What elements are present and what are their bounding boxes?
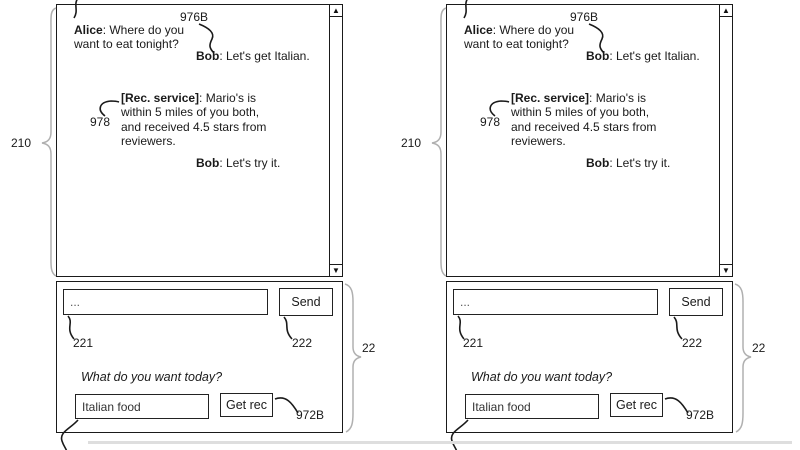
message-text: : Mario's is within 5 miles of you both,… — [121, 91, 267, 148]
message-text: : Let's try it. — [219, 156, 281, 170]
message-input[interactable] — [453, 289, 658, 315]
ref-label-221: 221 — [463, 336, 484, 350]
composer-area: Send 221 222 What do you want today? Get… — [446, 281, 733, 433]
chat-message-rec-service: [Rec. service]: Mario's is within 5 mile… — [511, 91, 659, 148]
chat-message-window: Alice: Where do you want to eat tonight?… — [56, 4, 343, 277]
message-text: : Where do you want to eat tonight? — [464, 23, 575, 52]
chat-message-alice: Alice: Where do you want to eat tonight? — [74, 23, 188, 52]
message-input[interactable] — [63, 289, 268, 315]
scroll-up-button[interactable]: ▲ — [330, 5, 342, 17]
send-button[interactable]: Send — [669, 288, 723, 316]
scroll-up-icon: ▲ — [332, 5, 340, 15]
speaker-name: Bob — [196, 156, 220, 170]
speaker-name: Bob — [196, 49, 220, 63]
scroll-down-button[interactable]: ▼ — [720, 264, 732, 276]
ref-label-222: 222 — [292, 336, 313, 350]
ref-label-978: 978 — [480, 115, 501, 129]
scroll-down-icon: ▼ — [332, 265, 340, 275]
ref-label-22: 22 — [362, 341, 376, 355]
brace-210 — [431, 7, 447, 277]
ref-label-210: 210 — [401, 136, 422, 150]
scroll-up-button[interactable]: ▲ — [720, 5, 732, 17]
ref-label-972b: 972B — [686, 408, 715, 422]
recommendation-prompt: What do you want today? — [471, 370, 613, 384]
scroll-down-button[interactable]: ▼ — [330, 264, 342, 276]
message-text: : Where do you want to eat tonight? — [74, 23, 185, 52]
scroll-up-icon: ▲ — [722, 5, 730, 15]
chat-message-bob-1: Bob: Let's get Italian. — [196, 49, 346, 63]
speaker-name: Alice — [74, 23, 103, 37]
chat-message-bob-2: Bob: Let's try it. — [586, 156, 706, 170]
recommendation-prompt: What do you want today? — [81, 370, 223, 384]
chat-app-panel-right: Alice: Where do you want to eat tonight?… — [390, 0, 790, 450]
ref-label-221: 221 — [73, 336, 94, 350]
scrollbar-track[interactable]: ▲ ▼ — [329, 5, 342, 276]
chat-message-window: Alice: Where do you want to eat tonight?… — [446, 4, 733, 277]
chat-app-panel-left: Alice: Where do you want to eat tonight?… — [11, 0, 376, 450]
message-text: : Mario's is within 5 miles of you both,… — [511, 91, 657, 148]
chat-message-bob-2: Bob: Let's try it. — [196, 156, 316, 170]
scrollbar-track[interactable]: ▲ ▼ — [719, 5, 732, 276]
chat-message-bob-1: Bob: Let's get Italian. — [586, 49, 736, 63]
food-query-input[interactable] — [465, 394, 599, 419]
message-text: : Let's get Italian. — [219, 49, 310, 63]
scan-artifact-band — [88, 441, 792, 444]
chat-message-alice: Alice: Where do you want to eat tonight? — [464, 23, 578, 52]
speaker-name: Bob — [586, 156, 610, 170]
message-text: : Let's try it. — [609, 156, 671, 170]
ref-label-210: 210 — [11, 136, 32, 150]
get-rec-button[interactable]: Get rec — [610, 393, 663, 417]
ref-label-978: 978 — [90, 115, 111, 129]
ref-label-972b: 972B — [296, 408, 325, 422]
ref-label-976b: 976B — [570, 10, 599, 24]
speaker-name: [Rec. service] — [511, 91, 590, 105]
message-text: : Let's get Italian. — [609, 49, 700, 63]
composer-area: Send 221 222 What do you want today? Get… — [56, 281, 343, 433]
scroll-down-icon: ▼ — [722, 265, 730, 275]
send-button[interactable]: Send — [279, 288, 333, 316]
chat-message-rec-service: [Rec. service]: Mario's is within 5 mile… — [121, 91, 269, 148]
ref-label-222: 222 — [682, 336, 703, 350]
speaker-name: Alice — [464, 23, 493, 37]
food-query-input[interactable] — [75, 394, 209, 419]
ref-label-976b: 976B — [180, 10, 209, 24]
speaker-name: Bob — [586, 49, 610, 63]
get-rec-button[interactable]: Get rec — [220, 393, 273, 417]
brace-22 — [734, 283, 752, 433]
brace-210 — [41, 7, 57, 277]
speaker-name: [Rec. service] — [121, 91, 200, 105]
brace-22 — [344, 283, 362, 433]
ref-label-22: 22 — [752, 341, 766, 355]
